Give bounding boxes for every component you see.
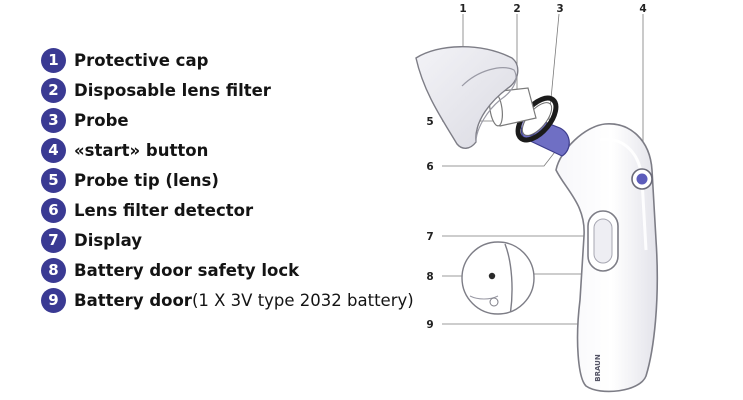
protective-cap xyxy=(415,46,519,149)
legend-item-probe-tip: 5 Probe tip (lens) xyxy=(41,165,414,195)
legend-item-protective-cap: 1 Protective cap xyxy=(41,45,414,75)
legend-item-lens-filter: 2 Disposable lens filter xyxy=(41,75,414,105)
number-badge: 8 xyxy=(41,257,66,283)
thermometer-illustration: 1 2 3 4 5 6 7 8 9 BRAUN xyxy=(415,3,659,393)
callout-number: 4 xyxy=(639,3,646,15)
battery-lock-detail xyxy=(461,241,535,315)
legend-item-battery-door: 9 Battery door (1 X 3V type 2032 battery… xyxy=(41,285,414,315)
legend-item-label: Disposable lens filter xyxy=(74,80,271,100)
brand-logo: BRAUN xyxy=(594,354,602,382)
legend-item-label: Probe xyxy=(74,110,129,130)
legend-item-label: Display xyxy=(74,230,143,250)
display-screen xyxy=(593,218,613,264)
legend-item-label: Battery door xyxy=(74,290,192,310)
callout-number: 1 xyxy=(459,3,466,15)
callout-number: 3 xyxy=(556,3,563,15)
callout-number: 6 xyxy=(426,161,433,173)
battery-note: (1 X 3V type 2032 battery) xyxy=(191,290,414,310)
leader-lines xyxy=(442,13,644,325)
callout-number: 9 xyxy=(426,319,433,331)
parts-legend: 1 Protective cap 2 Disposable lens filte… xyxy=(41,45,414,315)
number-badge: 2 xyxy=(41,77,66,103)
number-badge: 3 xyxy=(41,107,66,133)
legend-item-label: Probe tip (lens) xyxy=(74,170,219,190)
callout-number: 5 xyxy=(426,116,433,128)
number-badge: 6 xyxy=(41,197,66,223)
legend-item-filter-detector: 6 Lens filter detector xyxy=(41,195,414,225)
number-badge: 7 xyxy=(41,227,66,253)
start-button-center xyxy=(636,173,648,185)
legend-item-label: Battery door safety lock xyxy=(74,260,300,280)
callout-number: 8 xyxy=(426,271,433,283)
cap-rim xyxy=(461,67,517,143)
legend-item-start-button: 4 «start» button xyxy=(41,135,414,165)
legend-item-display: 7 Display xyxy=(41,225,414,255)
safety-lock-icon xyxy=(488,272,496,280)
number-badge: 9 xyxy=(41,287,66,313)
callout-number: 7 xyxy=(426,231,433,243)
legend-item-safety-lock: 8 Battery door safety lock xyxy=(41,255,414,285)
callout-numbers: 1 2 3 4 5 6 7 8 9 xyxy=(426,3,646,331)
number-badge: 1 xyxy=(41,47,66,73)
legend-item-probe: 3 Probe xyxy=(41,105,414,135)
legend-item-label: Lens filter detector xyxy=(74,200,254,220)
number-badge: 5 xyxy=(41,167,66,193)
legend-item-label: Protective cap xyxy=(74,50,209,70)
number-badge: 4 xyxy=(41,137,66,163)
callout-number: 2 xyxy=(513,3,520,15)
legend-item-label: «start» button xyxy=(74,140,209,160)
